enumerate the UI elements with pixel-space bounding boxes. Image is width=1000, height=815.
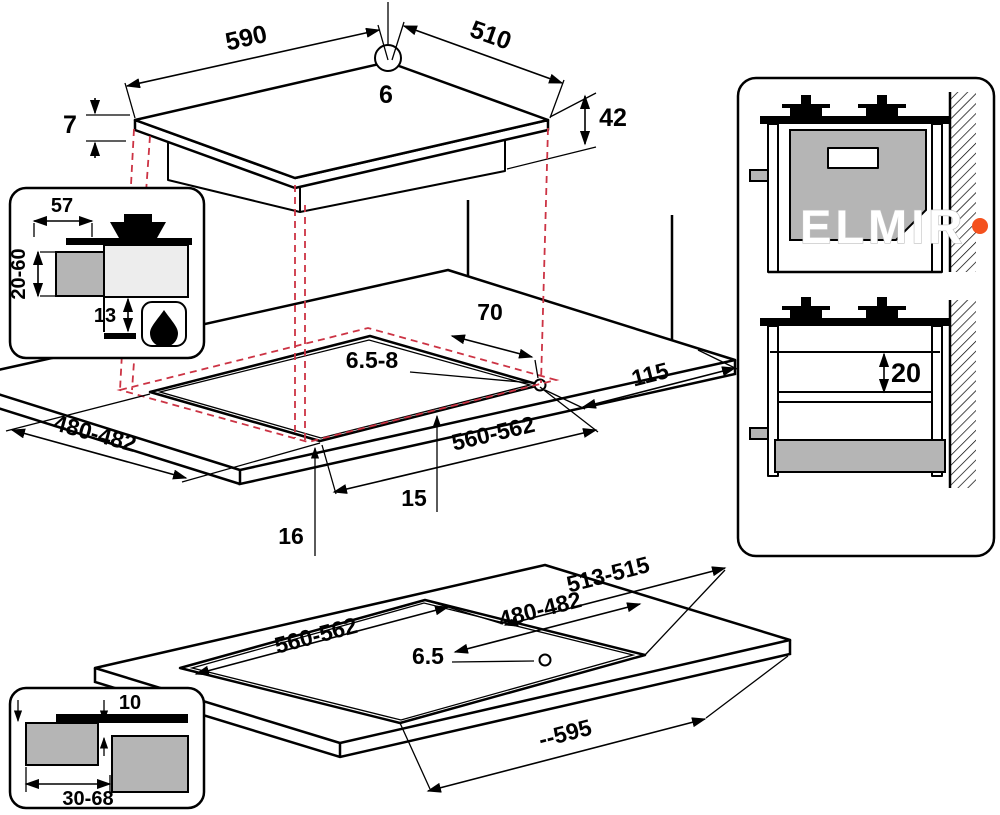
burner-bar	[858, 104, 906, 108]
shelf-section-bar	[104, 333, 136, 339]
wall-bracket-bottom	[749, 427, 769, 440]
dimension-line-560	[332, 428, 598, 494]
cabinet-vent	[827, 147, 879, 169]
glass-section-bar	[66, 238, 192, 245]
burner-stem	[877, 297, 887, 307]
burner-silhouette-right-2	[858, 297, 906, 318]
lower-slab	[774, 439, 946, 473]
background-corner-lines	[466, 200, 674, 341]
dim-worktop-thickness: 20-60	[8, 248, 30, 299]
dim-edge-step: 10	[119, 692, 141, 714]
dimension-line-480-bottom	[453, 602, 642, 654]
extension-lines-20-60	[40, 251, 56, 297]
fixing-hole-bottom	[538, 653, 552, 667]
burner-cap-section	[110, 222, 166, 238]
dimension-line-590	[125, 27, 381, 89]
projection-lines	[116, 127, 560, 443]
cutout-inner-edge	[157, 339, 533, 439]
wall-bracket-top	[749, 169, 769, 182]
dimension-line-480	[10, 428, 188, 480]
wall-hatching-top	[950, 92, 976, 272]
dim-hob-depth: 510	[466, 15, 515, 55]
hob-isometric-view: 590 510 6 7 42	[63, 2, 627, 213]
watermark-dot	[972, 218, 988, 234]
dimension-line-115	[581, 366, 737, 409]
section-detail-inset: 57 20-60 13	[8, 186, 206, 360]
dimension-line-510	[402, 25, 564, 84]
cabinet-edge-block	[111, 735, 189, 793]
extension-line-70	[534, 359, 539, 379]
dim-hole-diameter: 6	[379, 81, 393, 109]
dim-top-overhang: 57	[51, 195, 73, 217]
burner-silhouette-left	[782, 95, 830, 116]
dim-glass-thickness: 7	[63, 111, 77, 139]
burner-silhouette-left-2	[782, 297, 830, 318]
wall-view-top: ELMIR	[749, 92, 988, 274]
left-side-panel-top	[767, 123, 779, 273]
burner-bar	[858, 306, 906, 310]
burner-cap	[790, 108, 822, 116]
dim-overall-width: --595	[536, 714, 595, 753]
burner-stem	[877, 95, 887, 105]
extension-lines-480	[5, 393, 321, 483]
burner-cap	[790, 310, 822, 318]
burner-cap	[866, 310, 898, 318]
worktop-thickness-bottom	[93, 640, 792, 759]
dimension-line-560-bottom	[194, 605, 450, 676]
dim-rear-clearance: 20	[891, 358, 921, 388]
dim-hob-width: 590	[223, 20, 270, 56]
dim-fixing-hole: 6.5-8	[346, 347, 399, 373]
dim-body-height: 42	[599, 104, 627, 132]
glass-edge-bar	[56, 714, 188, 723]
burner-bar	[782, 104, 830, 108]
dim-side-offset: 16	[278, 523, 304, 549]
extension-lines-115	[544, 349, 738, 410]
dim-bottom-clearance: 13	[94, 305, 116, 327]
glass-bar-bottom-view	[760, 318, 950, 326]
burner-stem	[124, 214, 152, 222]
dim-fixing-hole-bottom: 6.5	[412, 643, 444, 669]
wall-installation-panel: ELMIR 20	[736, 76, 996, 558]
dim-hole-offset: 70	[477, 299, 503, 325]
burner-silhouette-right	[858, 95, 906, 116]
leader-fixing-hole	[409, 371, 533, 384]
glass-bar-top-view	[760, 116, 950, 124]
extension-lines-57	[33, 223, 93, 237]
dim-edge-range: 30-68	[62, 788, 113, 810]
wall-hatching-bottom	[950, 300, 976, 488]
cabinet-box	[789, 129, 927, 241]
extension-lines-510	[391, 21, 565, 119]
dim-front-offset: 15	[401, 485, 427, 511]
leader-fixing-hole-bottom	[451, 660, 535, 663]
dimension-line-70	[450, 334, 534, 359]
dimension-line-595	[426, 717, 707, 793]
hob-body-section	[103, 244, 189, 298]
gas-drop-icon	[150, 310, 178, 347]
burner-bar	[782, 306, 830, 310]
extension-lines-30-68	[25, 767, 111, 794]
burner-cap	[866, 108, 898, 116]
wall-view-bottom: 20	[749, 297, 976, 488]
burner-stem	[801, 95, 811, 105]
watermark-text: ELMIR	[800, 200, 966, 253]
burner-stem	[801, 297, 811, 307]
projection-dashed-path	[116, 127, 560, 443]
edge-detail-inset: 10 30-68	[8, 686, 206, 810]
worktop-edge-block	[25, 722, 99, 766]
shelf-bar	[777, 391, 933, 403]
extension-lines-7	[86, 114, 130, 142]
